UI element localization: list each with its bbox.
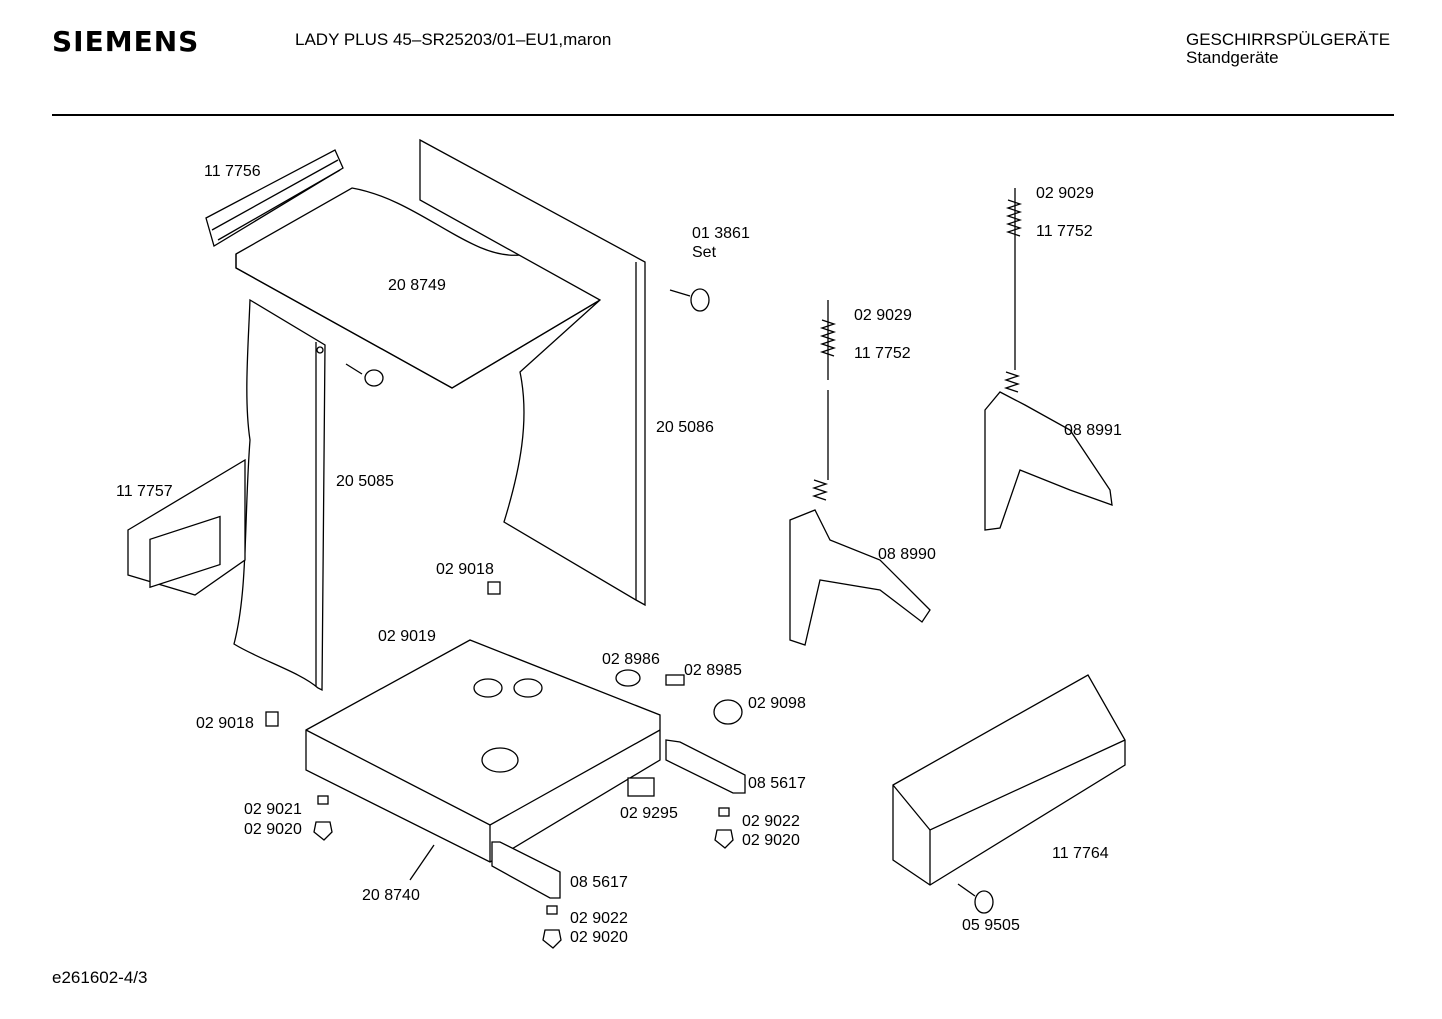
part-label: 01 3861 xyxy=(692,225,750,242)
header-divider xyxy=(52,114,1394,116)
part-label: 02 9021 xyxy=(244,801,302,818)
part-label: 08 5617 xyxy=(570,874,628,891)
hinge-right-assembly xyxy=(984,188,1113,531)
part-label: 02 9019 xyxy=(378,628,436,645)
part-label: 11 7752 xyxy=(1036,223,1093,240)
category-subtitle: Standgeräte xyxy=(1186,48,1279,67)
part-label: 02 9022 xyxy=(742,813,800,830)
part-label: 11 7756 xyxy=(204,163,261,180)
part-label: Set xyxy=(692,244,717,261)
model-title: LADY PLUS 45–SR25203/01–EU1,maron xyxy=(295,30,612,49)
cover-cap-part xyxy=(669,288,710,312)
part-label: 02 9098 xyxy=(748,695,806,712)
part-label: 02 9018 xyxy=(196,715,254,732)
drawing-code: e261602-4/3 xyxy=(52,968,148,987)
part-label: 20 8740 xyxy=(362,887,420,904)
part-label: 20 5085 xyxy=(336,473,394,490)
side-panel-right xyxy=(419,138,646,607)
part-label: 02 9020 xyxy=(570,929,628,946)
part-label: 08 8991 xyxy=(1064,422,1122,439)
part-label: 02 9020 xyxy=(244,821,302,838)
part-label: 11 7752 xyxy=(854,345,911,362)
screw-cap-part xyxy=(345,363,384,387)
part-label: 20 5086 xyxy=(656,419,714,436)
part-label: 11 7757 xyxy=(116,483,173,500)
part-label: 02 9029 xyxy=(1036,185,1094,202)
category-title: GESCHIRRSPÜLGERÄTE xyxy=(1186,30,1391,49)
base-tray-part xyxy=(305,639,661,863)
part-label: 02 9295 xyxy=(620,805,678,822)
cable-part xyxy=(713,699,743,725)
foot-screws xyxy=(313,795,734,949)
hinge-left-assembly xyxy=(789,300,931,646)
side-panel-left xyxy=(233,298,326,692)
part-label: 02 9018 xyxy=(436,561,494,578)
kick-plate-cap-part xyxy=(957,883,994,914)
leader-lines xyxy=(409,844,435,881)
part-label: 08 8990 xyxy=(878,546,936,563)
part-label: 02 8985 xyxy=(684,662,742,679)
part-label: 02 9020 xyxy=(742,832,800,849)
part-label: 08 5617 xyxy=(748,775,806,792)
part-label: 05 9505 xyxy=(962,917,1020,934)
rear-profile-part xyxy=(127,458,246,596)
part-label: 11 7764 xyxy=(1052,845,1109,862)
foot-bracket-part xyxy=(491,841,561,899)
part-label: 02 9029 xyxy=(854,307,912,324)
terminal-part xyxy=(627,777,655,797)
clip-part xyxy=(265,581,501,727)
switch-part xyxy=(665,674,685,686)
kick-plate-part xyxy=(892,674,1126,886)
part-label: 20 8749 xyxy=(388,277,446,294)
foot-cap-part xyxy=(615,669,641,687)
brand-logo: SIEMENS xyxy=(52,25,200,58)
part-label: 02 9022 xyxy=(570,910,628,927)
bracket-part xyxy=(665,739,746,794)
part-label: 02 8986 xyxy=(602,651,660,668)
top-rail-part xyxy=(205,149,344,247)
